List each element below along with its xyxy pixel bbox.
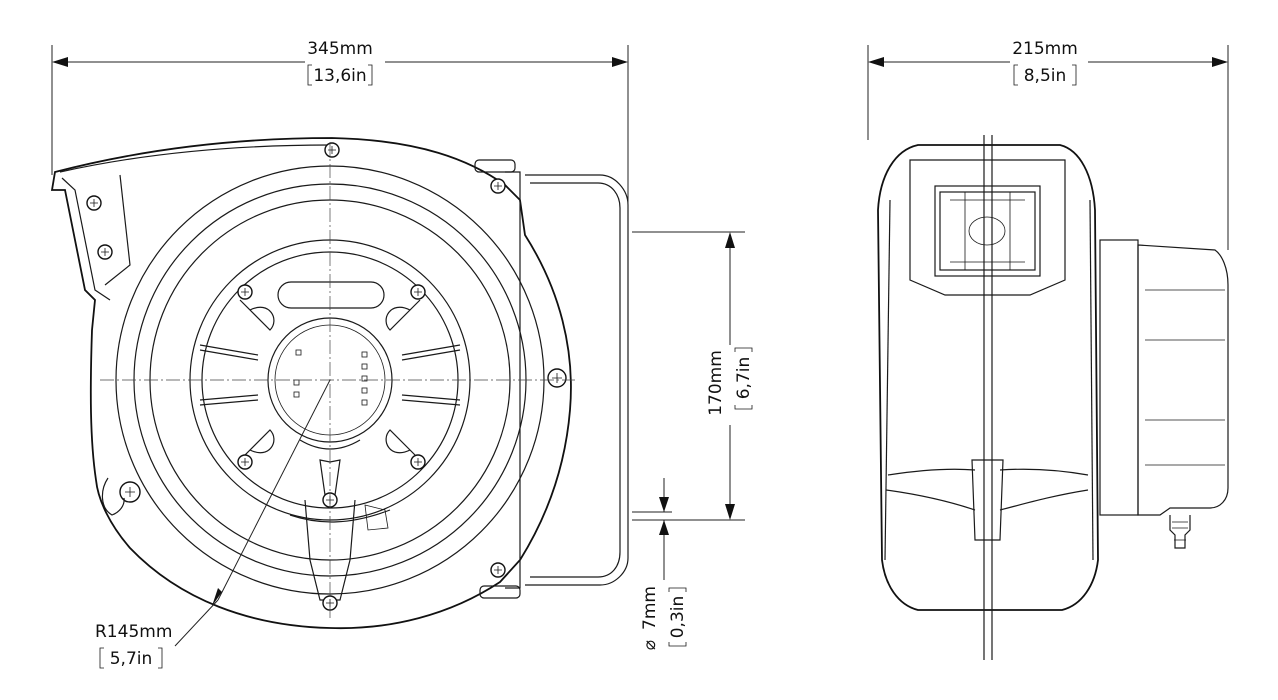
screws <box>86 142 567 611</box>
dim-width-side-mm: 215mm <box>1012 39 1078 59</box>
housing-outline <box>50 137 572 630</box>
side-body <box>877 144 1099 611</box>
dim-hole-symbol: ⌀ <box>640 640 660 650</box>
front-view <box>50 137 629 630</box>
dim-height-mm: 170mm <box>706 350 726 416</box>
dim-radius-mm: R145mm <box>95 622 172 642</box>
dim-radius <box>99 379 331 669</box>
dim-width-side-in: 8,5in <box>1024 66 1067 86</box>
slot <box>277 281 385 309</box>
dim-width-front-mm: 345mm <box>307 39 373 59</box>
dim-height-in: 6,7in <box>734 357 754 400</box>
side-view <box>877 135 1229 660</box>
side-mount <box>1099 239 1139 516</box>
dim-width-front <box>51 45 629 210</box>
dim-hole-in: 0,3in <box>668 596 688 639</box>
dim-width-side <box>867 45 1229 250</box>
dim-hole-mm: 7mm <box>640 586 660 630</box>
dim-radius-in: 5,7in <box>110 649 153 669</box>
dim-width-front-in: 13,6in <box>313 66 366 86</box>
dim-hole <box>632 478 687 647</box>
